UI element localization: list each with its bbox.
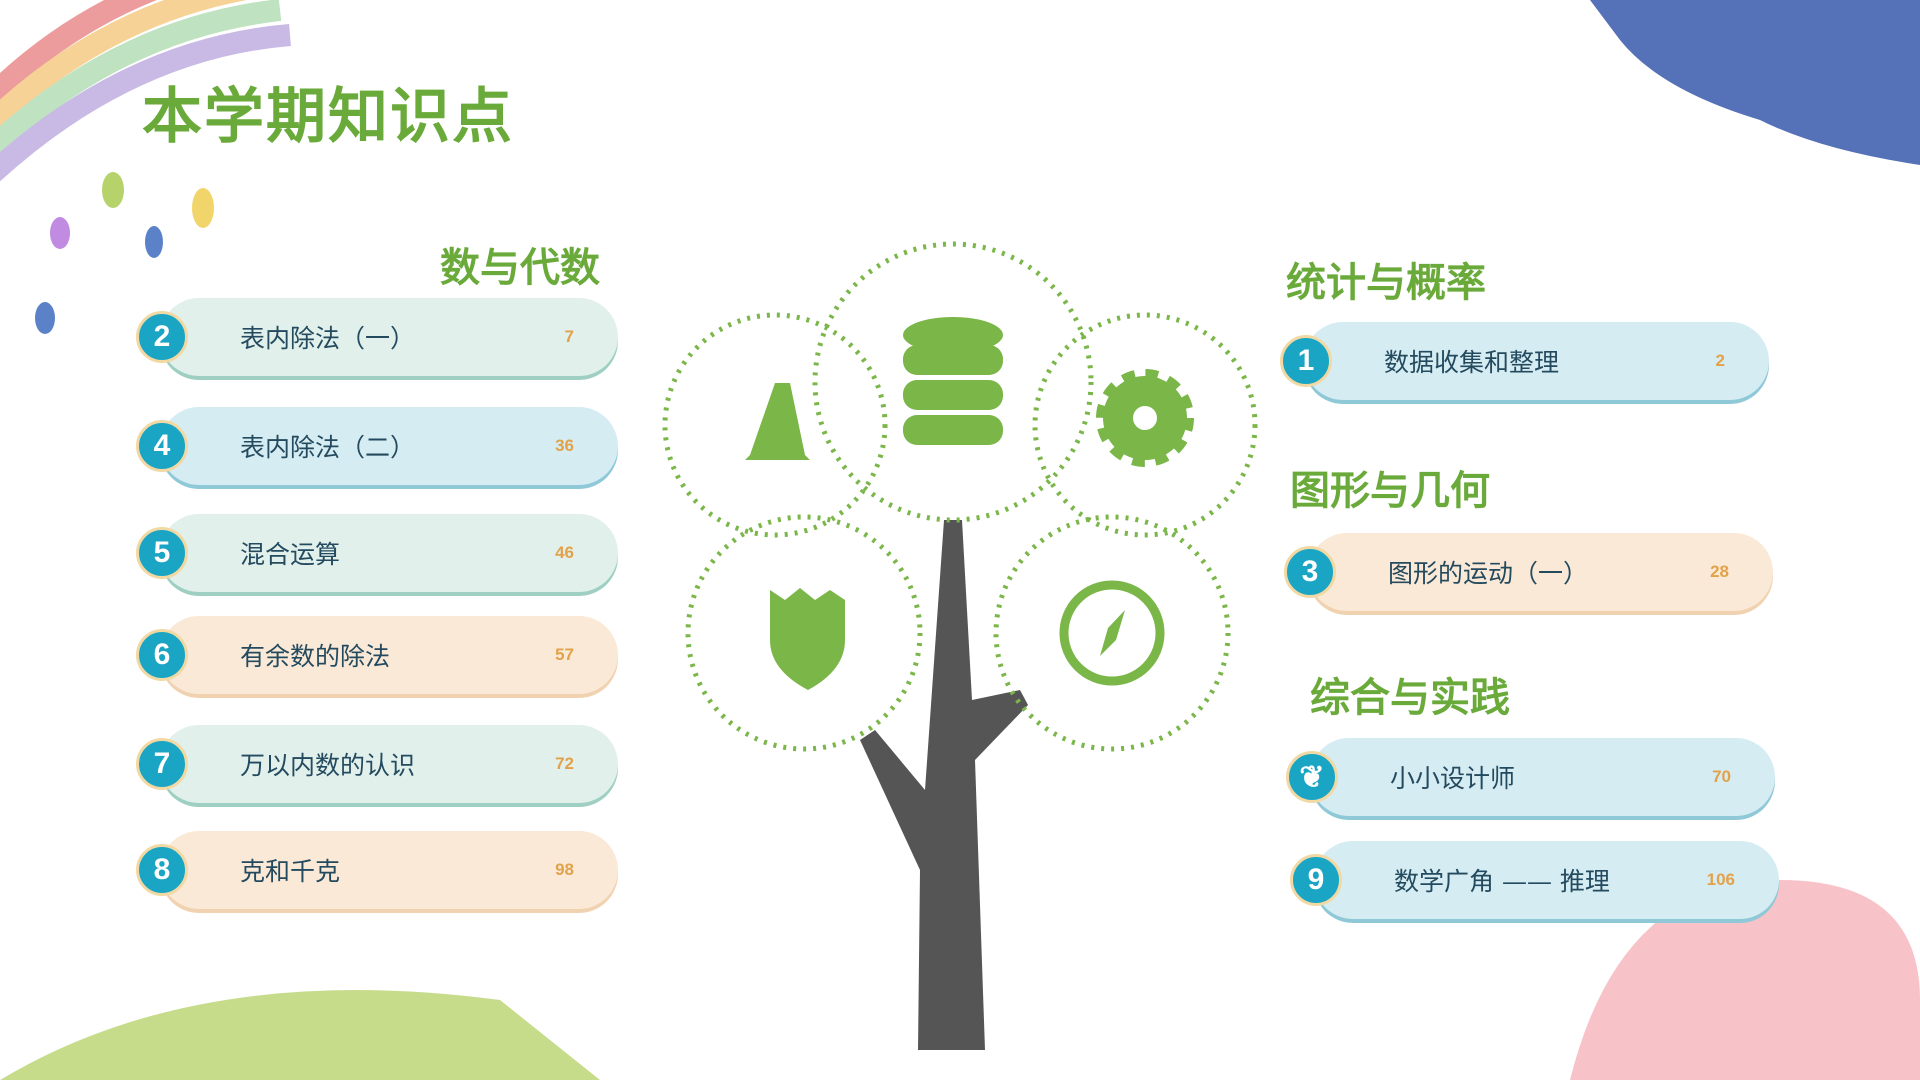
heading-statistics: 统计与概率 [1286, 259, 1486, 306]
heading-practice: 综合与实践 [1310, 674, 1510, 721]
topic-label: 混合运算 [240, 540, 341, 569]
topic-item[interactable]: ❦ 小小设计师 70 [1286, 738, 1775, 816]
page-number: 7 [564, 327, 574, 346]
pink-hill-decoration [1570, 880, 1920, 1080]
database-icon [903, 317, 1003, 445]
circle-right [1032, 312, 1258, 538]
number-badge: 2 [136, 311, 188, 363]
number-badge: 4 [136, 420, 188, 472]
topic-label: 图形的运动（一） [1388, 559, 1589, 588]
topic-label: 有余数的除法 [240, 642, 391, 671]
compass-icon [1059, 580, 1165, 686]
number-badge: 7 [136, 738, 188, 790]
page-number: 57 [555, 645, 574, 664]
topic-item[interactable]: 8 克和千克 98 [136, 831, 618, 909]
page-number: 106 [1706, 870, 1735, 889]
topic-item[interactable]: 4 表内除法（二） 36 [136, 407, 618, 485]
page-number: 98 [555, 860, 574, 879]
traffic-cone-icon [745, 383, 810, 460]
topic-item[interactable]: 6 有余数的除法 57 [136, 616, 618, 694]
page-number: 28 [1710, 562, 1729, 581]
topic-item[interactable]: 7 万以内数的认识 72 [136, 725, 618, 803]
number-badge: 1 [1280, 335, 1332, 387]
circle-bottom-left [685, 514, 923, 752]
number-badge: 5 [136, 527, 188, 579]
sprout-icon: ❦ [1286, 751, 1338, 803]
ground-decoration [0, 990, 600, 1080]
tree-trunk [860, 520, 1028, 1050]
topic-label: 表内除法（二） [240, 433, 416, 462]
number-badge: 9 [1290, 854, 1342, 906]
topic-label: 数学广角 —— 推理 [1394, 867, 1610, 896]
topic-label: 小小设计师 [1390, 764, 1516, 793]
rainbow-decoration [0, 0, 291, 182]
circle-left [662, 312, 888, 538]
shield-icon [770, 588, 845, 690]
topic-item[interactable]: 9 数学广角 —— 推理 106 [1290, 841, 1779, 919]
topic-label: 克和千克 [240, 857, 341, 886]
number-badge: 8 [136, 844, 188, 896]
topic-label: 数据收集和整理 [1384, 348, 1560, 377]
number-badge: 6 [136, 629, 188, 681]
heading-geometry: 图形与几何 [1290, 467, 1490, 514]
heading-numbers-algebra: 数与代数 [440, 244, 600, 291]
page-title: 本学期知识点 [142, 82, 514, 152]
gear-icon [1096, 369, 1194, 467]
blue-cloud-decoration [1590, 0, 1920, 165]
topic-label: 万以内数的认识 [240, 751, 416, 780]
page-number: 70 [1712, 767, 1731, 786]
topic-item[interactable]: 2 表内除法（一） 7 [136, 298, 618, 376]
page-number: 36 [555, 436, 574, 455]
topic-label: 表内除法（一） [240, 324, 416, 353]
page-number: 2 [1715, 351, 1725, 370]
topic-item[interactable]: 3 图形的运动（一） 28 [1284, 533, 1773, 611]
circle-bottom-right [993, 514, 1231, 752]
number-badge: 3 [1284, 546, 1336, 598]
raindrops-decoration [35, 172, 214, 334]
topic-item[interactable]: 5 混合运算 46 [136, 514, 618, 592]
page-number: 46 [555, 543, 574, 562]
circle-top [812, 241, 1094, 523]
topic-item[interactable]: 1 数据收集和整理 2 [1280, 322, 1769, 400]
page-number: 72 [555, 754, 574, 773]
tree-graphic [662, 241, 1258, 1050]
